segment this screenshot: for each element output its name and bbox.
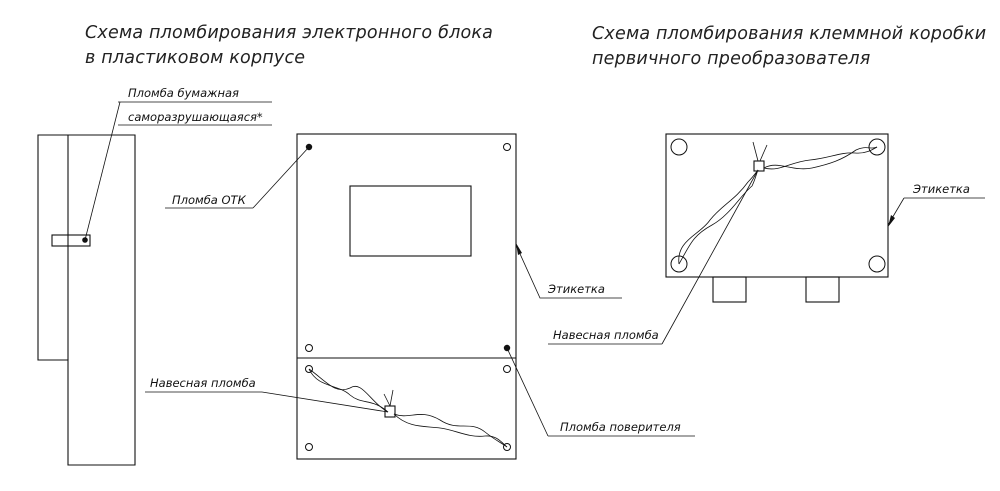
- terminal-screw-br: [868, 255, 886, 273]
- seal-wire-right-b: [393, 413, 508, 448]
- right-title-line1: Схема пломбирования клеммной коробки: [592, 24, 986, 44]
- terminal-wire-a: [678, 169, 759, 265]
- label-left-callout: Этикетка: [515, 243, 622, 299]
- seal-wire-left-a: [308, 368, 389, 413]
- terminal-wire-b: [678, 169, 759, 265]
- terminal-box: [665, 133, 889, 303]
- label-right-callout: Этикетка: [887, 182, 985, 227]
- paper-seal-strip: [51, 234, 91, 247]
- display-window: [349, 185, 472, 257]
- verifier-seal-callout: Пломба поверителя: [506, 347, 695, 437]
- left-title-line1: Схема пломбирования электронного блока: [85, 23, 493, 43]
- left-title-line2: в пластиковом корпусе: [85, 48, 305, 68]
- otk-seal-label: Пломба ОТК: [172, 193, 247, 207]
- label-left-text: Этикетка: [547, 282, 605, 296]
- hanging-seal-right-callout: Навесная пломба: [548, 169, 759, 345]
- hanging-seal-left-text: Навесная пломба: [150, 376, 256, 390]
- paper-seal-callout: Пломба бумажная саморазрушающаяся*: [84, 86, 272, 241]
- right-title-line2: первичного преобразователя: [592, 49, 871, 69]
- otk-seal-callout: Пломба ОТК: [165, 146, 310, 209]
- terminal-wire-d: [763, 146, 878, 170]
- front-view: [296, 133, 517, 460]
- terminal-box-body: [665, 133, 889, 278]
- seal-wire-right-a: [393, 413, 508, 448]
- verifier-seal-text: Пломба поверителя: [560, 420, 681, 434]
- unit-housing: [296, 133, 517, 460]
- terminal-hanging-seal: [753, 160, 765, 172]
- terminal-screw-tl: [670, 138, 688, 156]
- label-right-text: Этикетка: [912, 182, 970, 196]
- cable-gland-right: [805, 276, 840, 303]
- hanging-seal-right-text: Навесная пломба: [553, 328, 659, 342]
- paper-seal-label-line1: Пломба бумажная: [128, 86, 239, 100]
- hanging-seal-left-callout: Навесная пломба: [145, 376, 389, 413]
- side-view: [37, 134, 136, 466]
- seal-wire-left-b: [308, 368, 389, 413]
- cable-gland-left: [712, 276, 747, 303]
- paper-seal-label-line2: саморазрушающаяся*: [128, 110, 263, 124]
